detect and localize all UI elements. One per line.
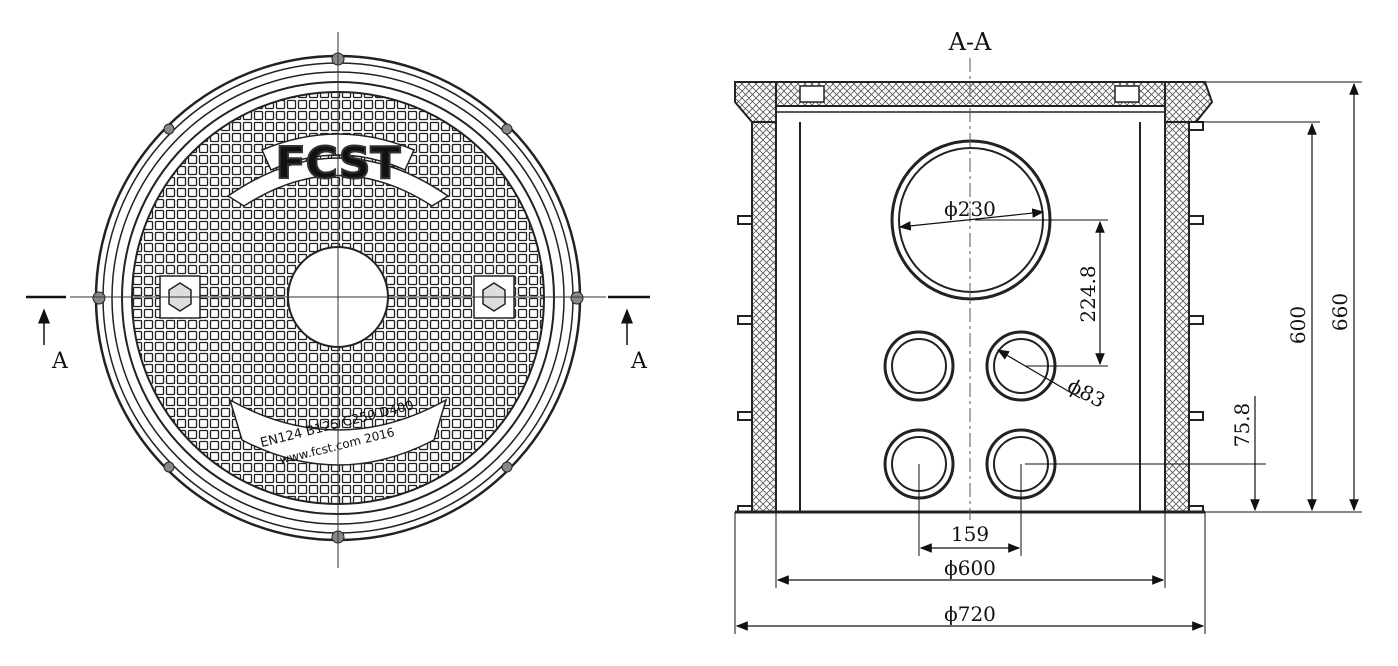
small-inlet-1-inner [891, 338, 947, 394]
cover-lug-left [799, 85, 825, 103]
ribs-right [1189, 121, 1204, 512]
dim-large-dia-line [898, 208, 1045, 231]
section-mark-left: A [51, 349, 69, 374]
wall-left [751, 121, 777, 513]
top-frame-left [734, 81, 777, 123]
section-mark-right: A [630, 349, 648, 374]
top-frame-right [1164, 81, 1214, 123]
section-marker-right: A [608, 295, 650, 374]
brand-panel [226, 157, 450, 207]
frame-bolt [501, 461, 513, 473]
dim-outer-dia: ϕ720 [944, 602, 996, 626]
wall-right [1164, 121, 1190, 513]
ribs-left [737, 215, 752, 512]
dim-vertical-spacing: 224.8 [1076, 265, 1100, 322]
frame-bolt [92, 291, 106, 305]
frame-bolt [163, 123, 175, 135]
dim-small-dia: ϕ83 [1064, 373, 1110, 413]
dim-hole-spacing: 159 [951, 522, 989, 546]
plan-view: FCST EN124 B125 C250 D400 www.fcst.com 2… [26, 32, 650, 568]
dim-height-body: 600 [1286, 306, 1310, 344]
frame-bolt [501, 123, 513, 135]
dim-large-dia: ϕ230 [944, 197, 996, 221]
cover-lug-right [1114, 85, 1140, 103]
small-inlet-1-outer [883, 330, 955, 402]
section-marker-left: A [26, 295, 69, 374]
dim-inner-dia: ϕ600 [944, 556, 996, 580]
dim-height-total: 660 [1328, 293, 1352, 331]
section-title: A-A [948, 28, 992, 56]
frame-bolt [163, 461, 175, 473]
section-view: A-A [734, 28, 1362, 634]
dim-bottom-offset: 75.8 [1230, 403, 1254, 448]
dim-small-dia-line [996, 349, 1081, 399]
frame-bolt [570, 291, 584, 305]
